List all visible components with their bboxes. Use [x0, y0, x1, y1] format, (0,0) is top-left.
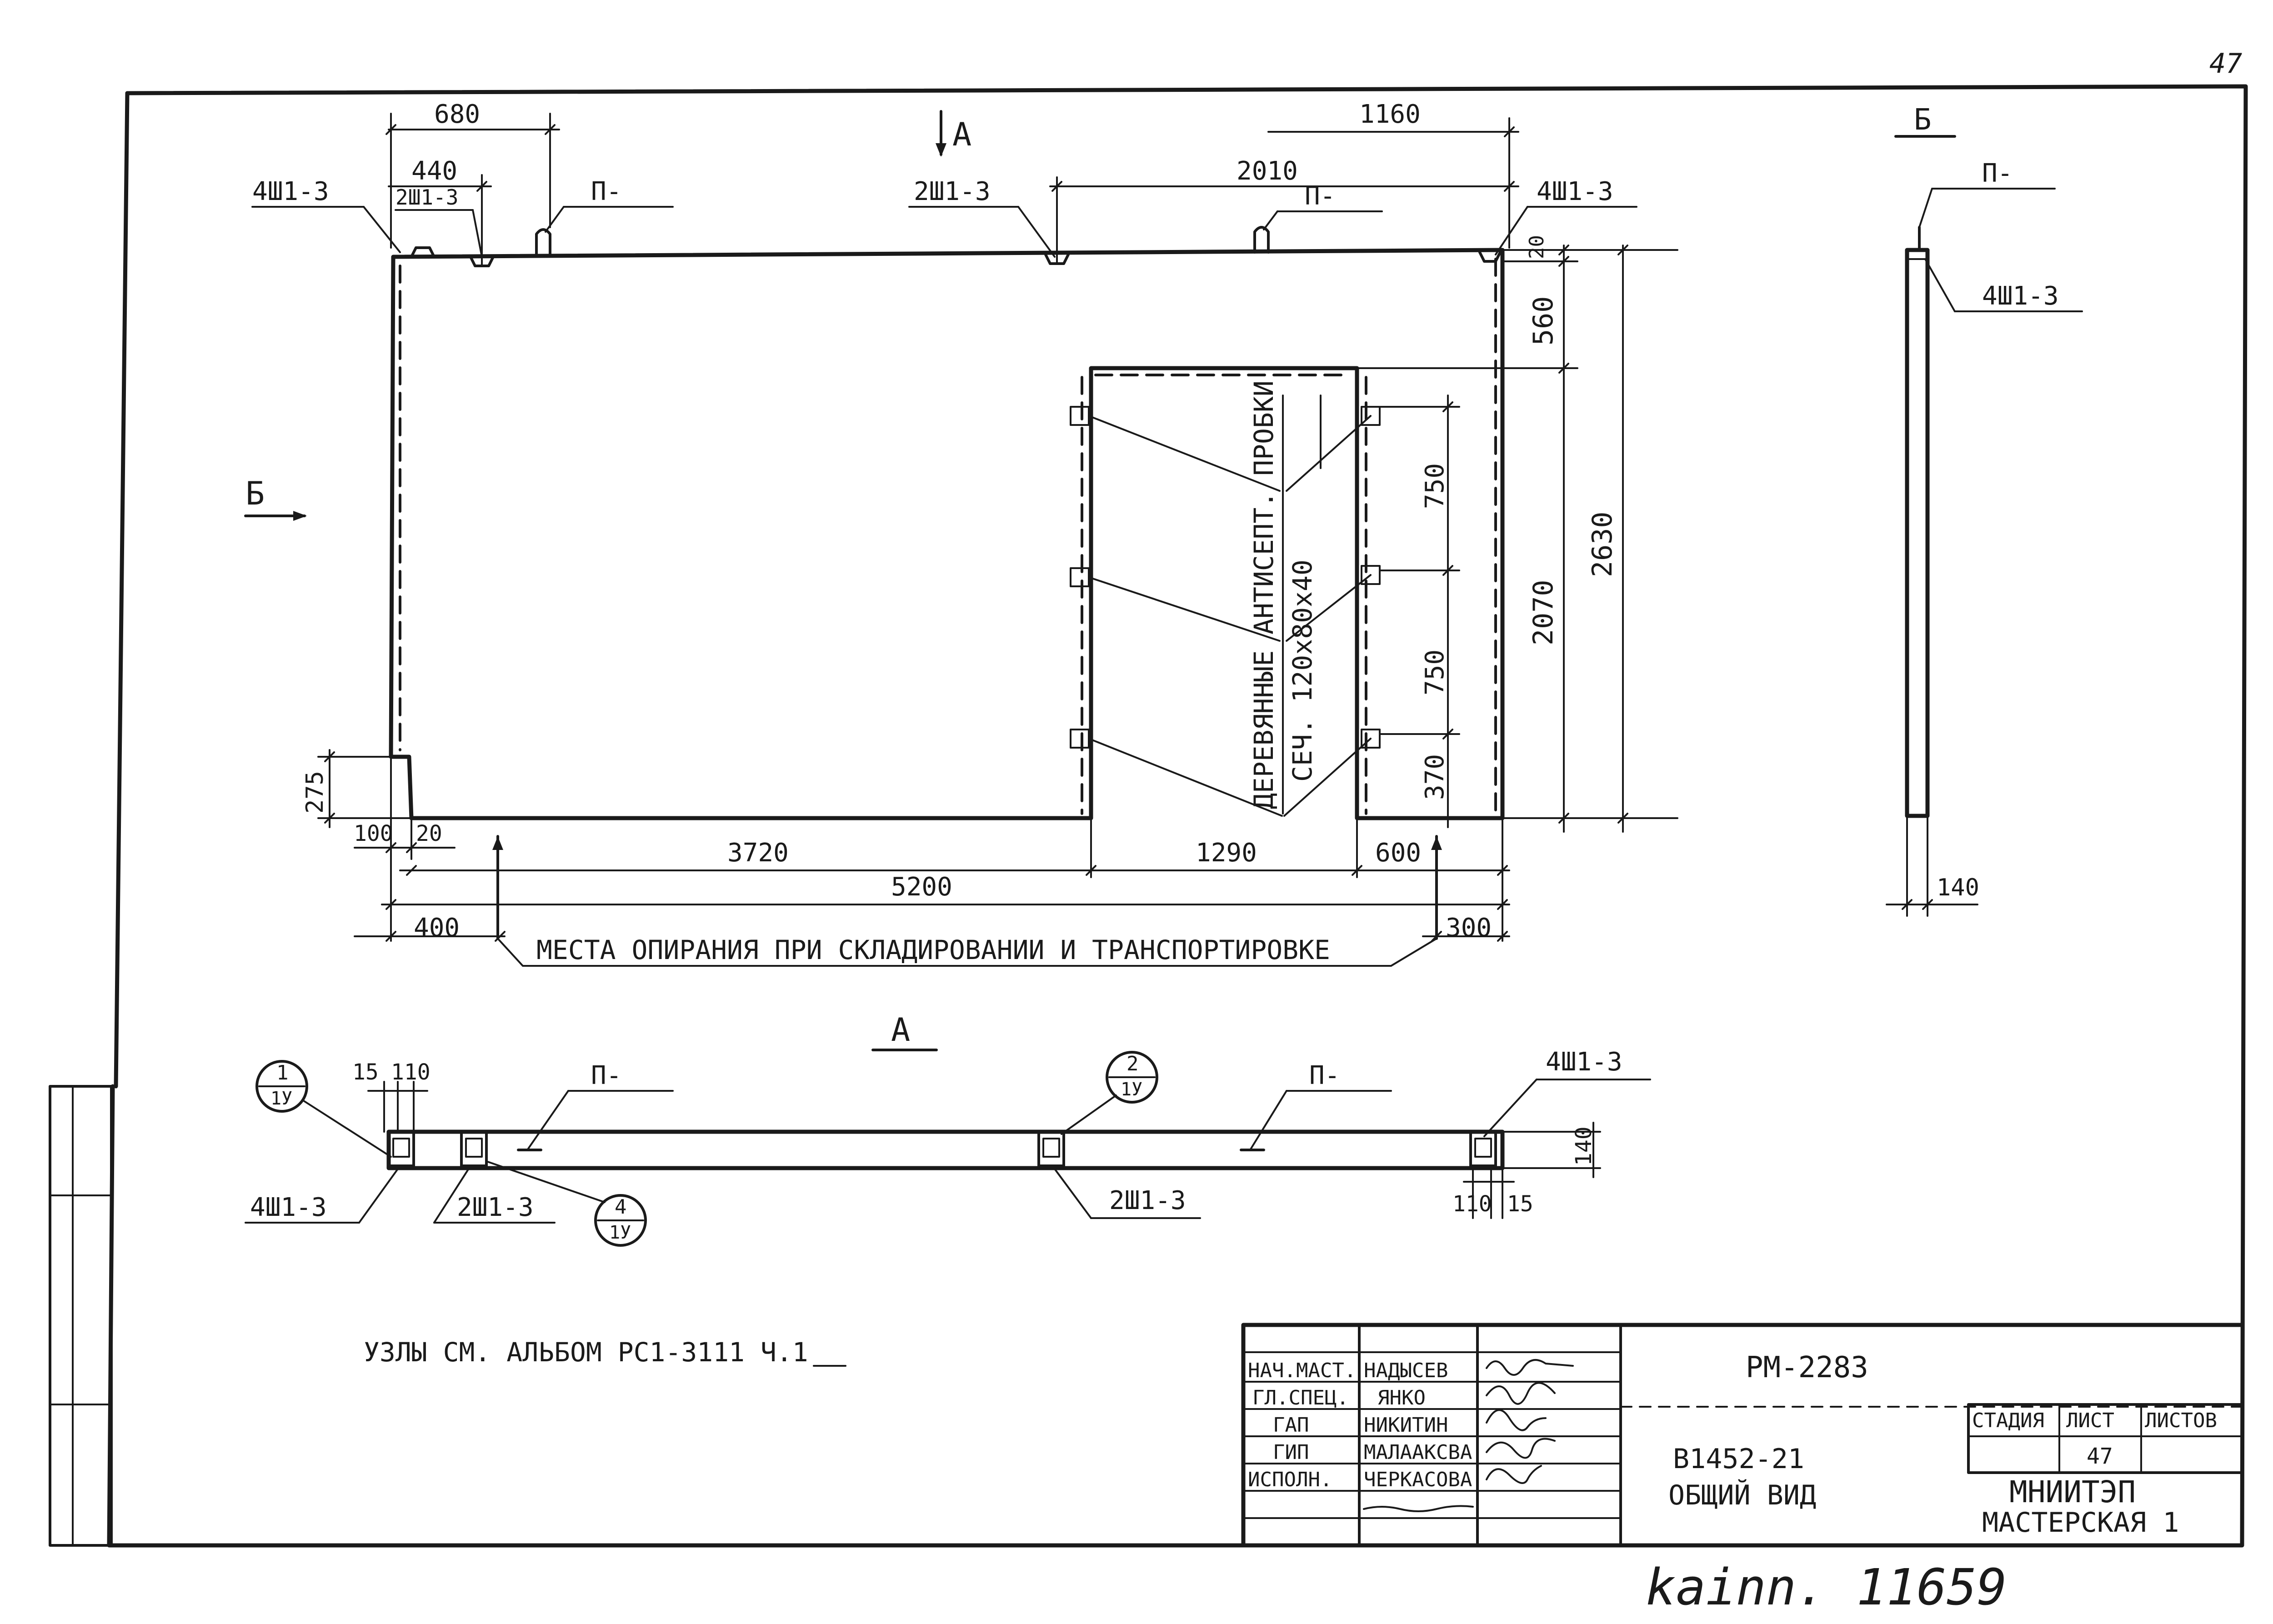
plan-dim-110-right: 110: [1452, 1191, 1492, 1217]
dim-400: 400: [414, 913, 460, 943]
label-p-left: П-: [591, 177, 621, 206]
dim-3720: 3720: [727, 838, 789, 868]
tb-dept: МАСТЕРСКАЯ 1: [1982, 1507, 2179, 1539]
tb-sheets-label: ЛИСТОВ: [2145, 1409, 2217, 1432]
plan-dim-110-left: 110: [391, 1059, 431, 1085]
tb-name-0: НАДЫСЕВ: [1364, 1359, 1448, 1382]
dim-20-right: 20: [1525, 235, 1548, 259]
tb-drawing-code: В1452-21: [1673, 1443, 1804, 1475]
sheet-frame: [49, 84, 2248, 1548]
label-2sh-mid: 2Ш1-3: [914, 177, 991, 206]
tb-name-4: ЧЕРКАСОВА: [1364, 1468, 1472, 1491]
tb-stage-label: СТАДИЯ: [1972, 1409, 2044, 1432]
tb-name-1: ЯНКО: [1377, 1386, 1426, 1409]
signatures: [1363, 1359, 1574, 1512]
label-p-mid: П-: [1305, 181, 1335, 211]
left-dimensions: 275: [301, 749, 412, 828]
tb-sheet-label: ЛИСТ: [2066, 1409, 2114, 1432]
panel-elevation: [389, 226, 1505, 820]
opening-dimensions: 750 750 370: [1379, 395, 1460, 828]
tb-role-0: НАЧ.МАСТ.: [1248, 1359, 1356, 1382]
right-dimensions: 20 560 2070 2630: [1356, 235, 1678, 833]
plan-dim-15-right: 15: [1507, 1191, 1533, 1217]
support-note-text: МЕСТА ОПИРАНИЯ ПРИ СКЛАДИРОВАНИИ И ТРАНС…: [536, 934, 1330, 965]
dim-600: 600: [1375, 838, 1421, 868]
section-b-marker: Б: [244, 475, 307, 521]
plan-a-view: А 15 110 140 110 15: [245, 1011, 1651, 1247]
callout-4-num: 4: [615, 1195, 627, 1219]
nodes-note: УЗЛЫ СМ. АЛЬБОМ РС1-3111 Ч.1: [364, 1337, 808, 1368]
plan-dim-15-left: 15: [352, 1059, 379, 1085]
tb-role-3: ГИП: [1273, 1441, 1309, 1464]
title-block: НАЧ.МАСТ. ГЛ.СПЕЦ. ГАП ГИП ИСПОЛН. НАДЫС…: [1241, 1323, 2244, 1548]
tb-sheet-value: 47: [2087, 1444, 2113, 1469]
archive-stamp: kainn. 11659: [1646, 1558, 2007, 1616]
dim-370: 370: [1420, 754, 1450, 800]
dim-2010: 2010: [1237, 156, 1298, 186]
plan-dim-140: 140: [1571, 1126, 1597, 1166]
section-a-marker: А: [936, 110, 971, 157]
plan-label-p-1: П-: [591, 1061, 621, 1090]
tb-role-2: ГАП: [1273, 1414, 1309, 1437]
support-note: МЕСТА ОПИРАНИЯ ПРИ СКЛАДИРОВАНИИ И ТРАНС…: [492, 835, 1442, 967]
label-4sh-left: 4Ш1-3: [252, 177, 329, 206]
plan-label-p-2: П-: [1309, 1061, 1340, 1090]
callout-1-num: 1: [276, 1061, 289, 1084]
plan-label-4sh-bl: 4Ш1-3: [250, 1193, 327, 1222]
section-b-mark: Б: [245, 475, 265, 512]
tb-role-4: ИСПОЛН.: [1248, 1468, 1332, 1491]
dim-750-upper: 750: [1420, 463, 1450, 509]
label-4sh-right: 4Ш1-3: [1537, 177, 1613, 206]
label-2sh-left: 2Ш1-3: [396, 185, 458, 210]
section-b-label-p: П-: [1982, 159, 2013, 188]
section-b-dim-140: 140: [1937, 874, 1979, 901]
dim-5200: 5200: [891, 872, 952, 902]
dim-1290: 1290: [1196, 838, 1257, 868]
callout-4-sheet: 1У: [609, 1222, 631, 1243]
dim-680: 680: [434, 100, 480, 129]
section-a-mark: А: [952, 116, 971, 153]
tb-project-code: РМ-2283: [1746, 1351, 1868, 1384]
tb-role-1: ГЛ.СПЕЦ.: [1252, 1386, 1349, 1409]
page-number: 47: [2209, 48, 2242, 80]
callout-1: 1 1У: [255, 1060, 392, 1158]
section-b-view: Б П- 4Ш1-3 140: [1886, 103, 2083, 917]
dim-20-bottom: 20: [416, 821, 442, 846]
plan-label-4sh-tr: 4Ш1-3: [1546, 1047, 1622, 1077]
callout-2: 2 1У: [1061, 1051, 1158, 1135]
wood-note: ДЕРЕВЯННЫЕ АНТИСЕПТ. ПРОБКИ СЕЧ. 120х80х…: [1248, 380, 1322, 814]
dim-275: 275: [301, 771, 329, 814]
callout-4: 4 1У: [486, 1160, 647, 1247]
top-dimensions: 680 440 1160 2010: [386, 100, 1519, 267]
callout-2-num: 2: [1126, 1052, 1139, 1075]
tb-name-2: НИКИТИН: [1364, 1414, 1448, 1437]
bottom-dimensions: 100 20 3720 1290 600 5200 400 300: [354, 756, 1510, 943]
wood-plugs: [1070, 406, 1381, 749]
dim-2630: 2630: [1587, 512, 1618, 578]
plan-label-2sh-b1: 2Ш1-3: [457, 1193, 534, 1222]
dim-560: 560: [1527, 296, 1559, 345]
plan-a-title: А: [891, 1011, 910, 1049]
tb-org: МНИИТЭП: [2009, 1474, 2136, 1509]
dim-100: 100: [354, 821, 393, 846]
dim-2070: 2070: [1527, 580, 1559, 646]
wood-section-text: СЕЧ. 120х80х40: [1287, 560, 1318, 782]
tb-name-3: МАЛААКСВА: [1364, 1441, 1472, 1464]
dim-300: 300: [1446, 913, 1492, 943]
callout-1-sheet: 1У: [270, 1088, 292, 1109]
top-labels: 4Ш1-3 2Ш1-3 П- 2Ш1-3 П- 4Ш1-3: [251, 177, 1637, 258]
tb-drawing-title: ОБЩИЙ ВИД: [1668, 1479, 1816, 1511]
plan-label-2sh-b2: 2Ш1-3: [1109, 1186, 1186, 1215]
dim-750-lower: 750: [1420, 650, 1450, 695]
dim-1160: 1160: [1359, 100, 1421, 129]
section-b-label-4sh: 4Ш1-3: [1982, 281, 2059, 311]
callout-2-sheet: 1У: [1121, 1079, 1142, 1100]
section-b-title: Б: [1914, 103, 1932, 137]
wood-note-text: ДЕРЕВЯННЫЕ АНТИСЕПТ. ПРОБКИ: [1248, 380, 1279, 809]
dim-440: 440: [411, 156, 457, 186]
